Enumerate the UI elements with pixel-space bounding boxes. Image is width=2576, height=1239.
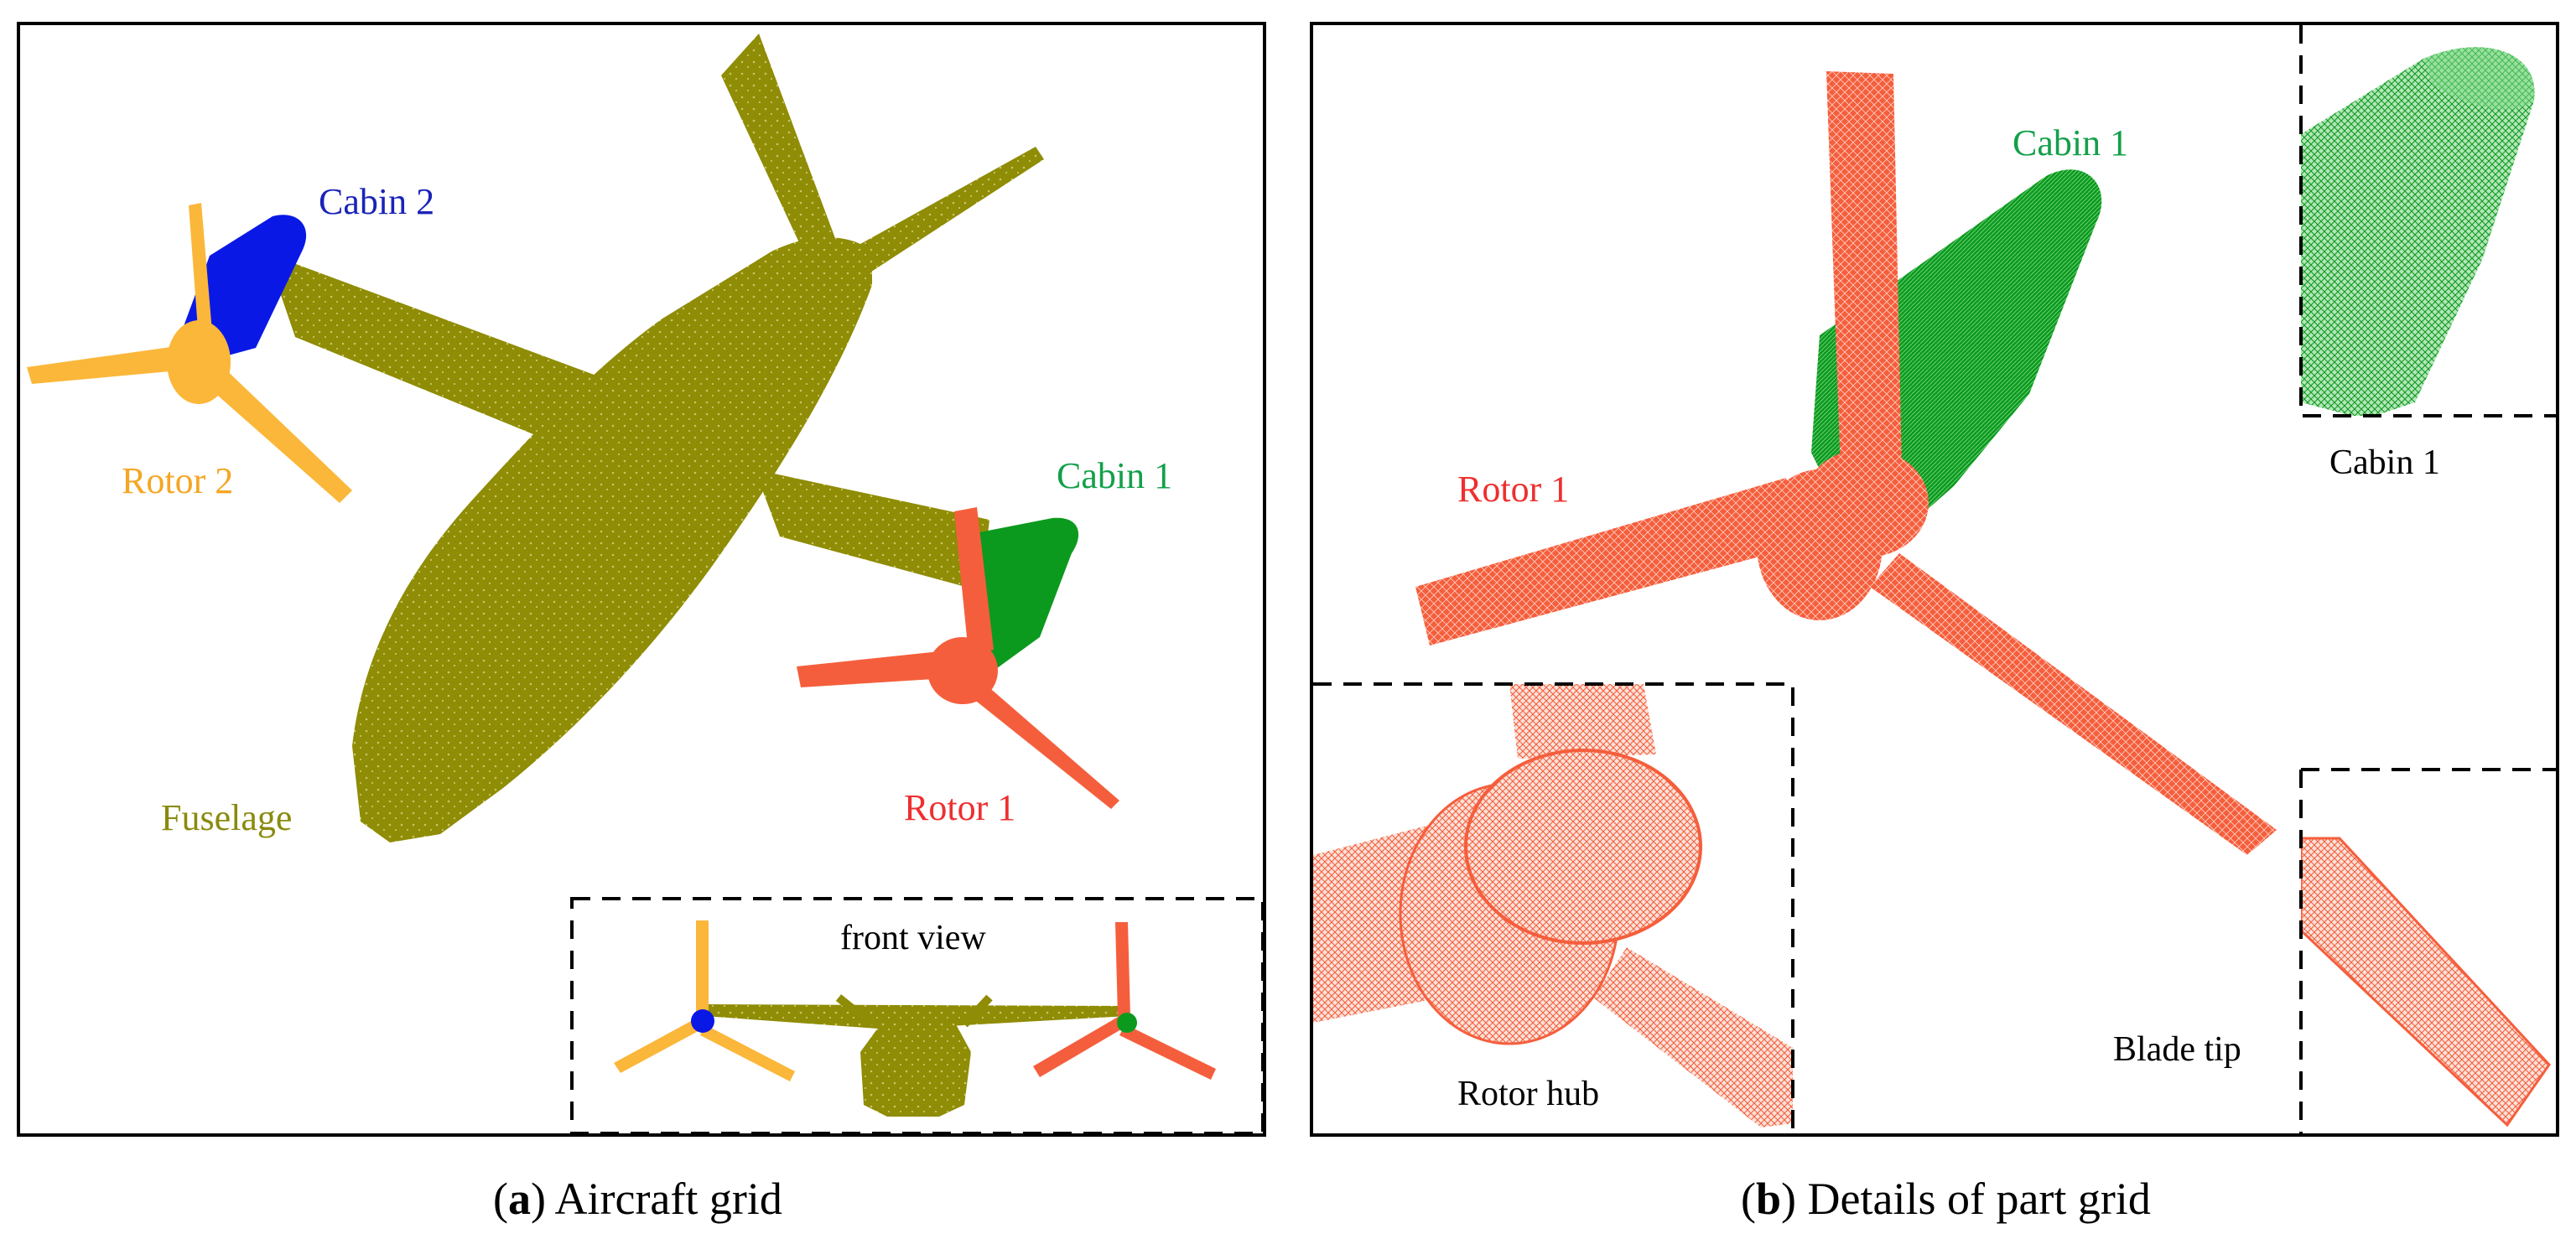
inset-cabin-1-mesh — [2301, 47, 2535, 416]
detail-label-cabin-1: Cabin 1 — [2012, 122, 2128, 163]
front-view-inset: front view — [570, 897, 1265, 1135]
front-view-rotor-2-blade-up — [696, 920, 709, 1019]
rotor-2-blade-bottom — [197, 360, 352, 503]
rotor-1-blade-left — [797, 650, 960, 687]
inset-rotor-hub-label: Rotor hub — [1457, 1075, 1599, 1113]
detail-rotor-1-hub — [1803, 448, 1929, 557]
caption-a: (a) Aircraft grid — [493, 1174, 782, 1224]
front-view-cabin-2 — [691, 1009, 714, 1033]
inset-cabin-1-label: Cabin 1 — [2329, 443, 2440, 482]
tail-fin-upper — [721, 34, 839, 264]
inset-rotor-hub: Rotor hub — [1313, 682, 1794, 1133]
rotor-1 — [797, 507, 1119, 809]
wing-right — [755, 469, 989, 591]
front-view-rotor-1 — [1033, 922, 1216, 1080]
label-cabin-2: Cabin 2 — [319, 181, 434, 222]
inset-rotor-hub-frame — [1313, 682, 1794, 1133]
inset-blade-tip-label: Blade tip — [2113, 1030, 2241, 1069]
caption-b: (b) Details of part grid — [1741, 1174, 2151, 1224]
inset-hub-blade-right — [1593, 947, 1793, 1128]
rotor-2-blade-top — [189, 203, 214, 352]
detail-rotor-1-blade-top — [1826, 71, 1902, 474]
tail-fin-right — [847, 147, 1044, 277]
detail-rotor-1-blade-bottom — [1870, 553, 2277, 855]
panel-details-part-grid: Cabin 1 Rotor 1 Cabin 1 — [1310, 22, 2559, 1137]
front-view-rotor-1-blade-left — [1033, 1016, 1125, 1077]
inset-hub-blade-top — [1509, 684, 1656, 759]
label-rotor-2: Rotor 2 — [122, 460, 233, 501]
front-view-rotor-1-blade-up — [1115, 922, 1130, 1016]
label-fuselage: Fuselage — [161, 797, 292, 838]
front-view-fuselage — [860, 1024, 971, 1117]
label-rotor-1: Rotor 1 — [904, 787, 1015, 828]
rotor-2 — [27, 203, 352, 503]
cabin-1-nacelle — [971, 517, 1079, 671]
fuselage-body — [352, 237, 872, 842]
rotor-1-blade-bottom — [964, 679, 1119, 809]
rotor-1-hub — [927, 637, 998, 704]
front-view-cabin-1 — [1117, 1013, 1137, 1033]
rotor-2-hub — [167, 320, 231, 404]
inset-blade-tip-mesh — [2301, 837, 2551, 1128]
detail-label-rotor-1: Rotor 1 — [1457, 469, 1569, 510]
front-view-rotor-2 — [614, 920, 795, 1081]
panel-b-frame — [1310, 22, 2559, 1137]
front-view-frame — [570, 897, 1265, 1135]
label-cabin-1: Cabin 1 — [1057, 455, 1172, 496]
panel-aircraft-grid: Cabin 2 Rotor 2 Cabin 1 Rotor 1 Fuselage… — [17, 22, 1266, 1137]
front-view-title: front view — [840, 919, 986, 957]
inset-hub-front — [1464, 749, 1702, 945]
rotor-2-blade-left — [27, 344, 198, 384]
wing-left — [267, 253, 612, 453]
front-view-tail-left — [835, 994, 875, 1028]
front-view-rotor-2-blade-left — [614, 1016, 706, 1073]
inset-cabin-1-frame — [2299, 25, 2556, 417]
inset-blade-tip: Blade tip — [2113, 768, 2556, 1133]
inset-cabin-1-rim — [2423, 47, 2535, 110]
inset-cabin-1: Cabin 1 — [2299, 25, 2556, 482]
rotor-1-blade-top — [954, 507, 994, 654]
front-view-tail-right — [961, 994, 993, 1028]
detail-rotor-1-blade-left — [1415, 478, 1803, 645]
front-view-rotor-2-blade-right — [700, 1024, 795, 1081]
front-view-wing — [704, 1004, 1128, 1029]
front-view-rotor-1-blade-right — [1119, 1024, 1216, 1080]
